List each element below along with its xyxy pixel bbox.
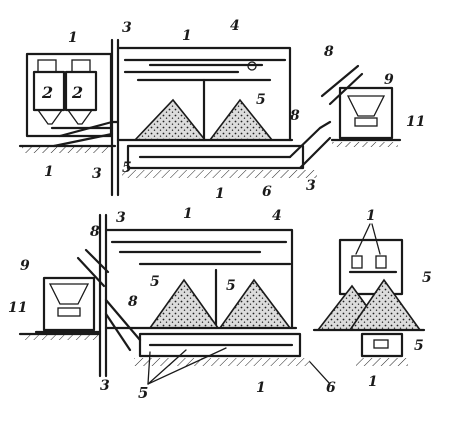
- label-11: 11: [8, 300, 27, 316]
- lower-inclined-conveyor: [76, 256, 106, 288]
- label-3: 3: [116, 210, 126, 226]
- label-4: 4: [230, 18, 240, 34]
- lower-warehouse: [104, 228, 298, 330]
- label-5: 5: [122, 160, 132, 176]
- lower-tunnel: [104, 298, 310, 366]
- label-9: 9: [20, 258, 30, 274]
- label-1: 1: [183, 206, 193, 222]
- label-1: 1: [68, 30, 78, 46]
- label-1: 1: [256, 380, 266, 396]
- label-8: 8: [324, 44, 334, 60]
- label-1: 1: [44, 164, 54, 180]
- label-11: 11: [406, 114, 425, 130]
- lower-bin-building: [34, 276, 102, 334]
- label-1: 1: [215, 186, 225, 202]
- label-2: 2: [71, 83, 83, 102]
- upper-bin-building: [330, 86, 402, 142]
- label-2: 2: [41, 83, 53, 102]
- upper-tunnel: [122, 120, 332, 178]
- label-8: 8: [128, 294, 138, 310]
- label-3: 3: [92, 166, 102, 182]
- label-8: 8: [290, 108, 300, 124]
- lower-right-scheme: 1 5 5 1: [312, 208, 432, 390]
- lower-left-scheme: 1 3 4 8 8 9 11 5 5 3 5 1 6: [8, 206, 336, 402]
- upper-warehouse: [116, 46, 294, 142]
- label-1: 1: [368, 374, 378, 390]
- upper-scheme: 1 2 2 1 3 3 4 1 5 5 8 8 9 11 1 6 3: [18, 18, 425, 202]
- label-1: 1: [182, 28, 192, 44]
- label-6: 6: [262, 184, 272, 200]
- lower-right-tunnel: [360, 332, 404, 358]
- label-3: 3: [122, 20, 132, 36]
- label-5: 5: [138, 384, 148, 402]
- label-8: 8: [90, 224, 100, 240]
- label-5: 5: [256, 92, 266, 108]
- upper-tanks-building: [25, 52, 114, 138]
- label-5: 5: [226, 278, 236, 294]
- label-6: 6: [326, 380, 336, 396]
- label-4: 4: [272, 208, 282, 224]
- label-9: 9: [384, 72, 394, 88]
- label-3: 3: [306, 178, 316, 194]
- lower-right-building: [338, 238, 404, 296]
- label-5: 5: [414, 338, 424, 354]
- label-5: 5: [150, 274, 160, 290]
- label-1: 1: [366, 208, 376, 224]
- upper-inclined-conveyor: [320, 64, 360, 98]
- label-5: 5: [422, 270, 432, 286]
- label-3: 3: [100, 378, 110, 394]
